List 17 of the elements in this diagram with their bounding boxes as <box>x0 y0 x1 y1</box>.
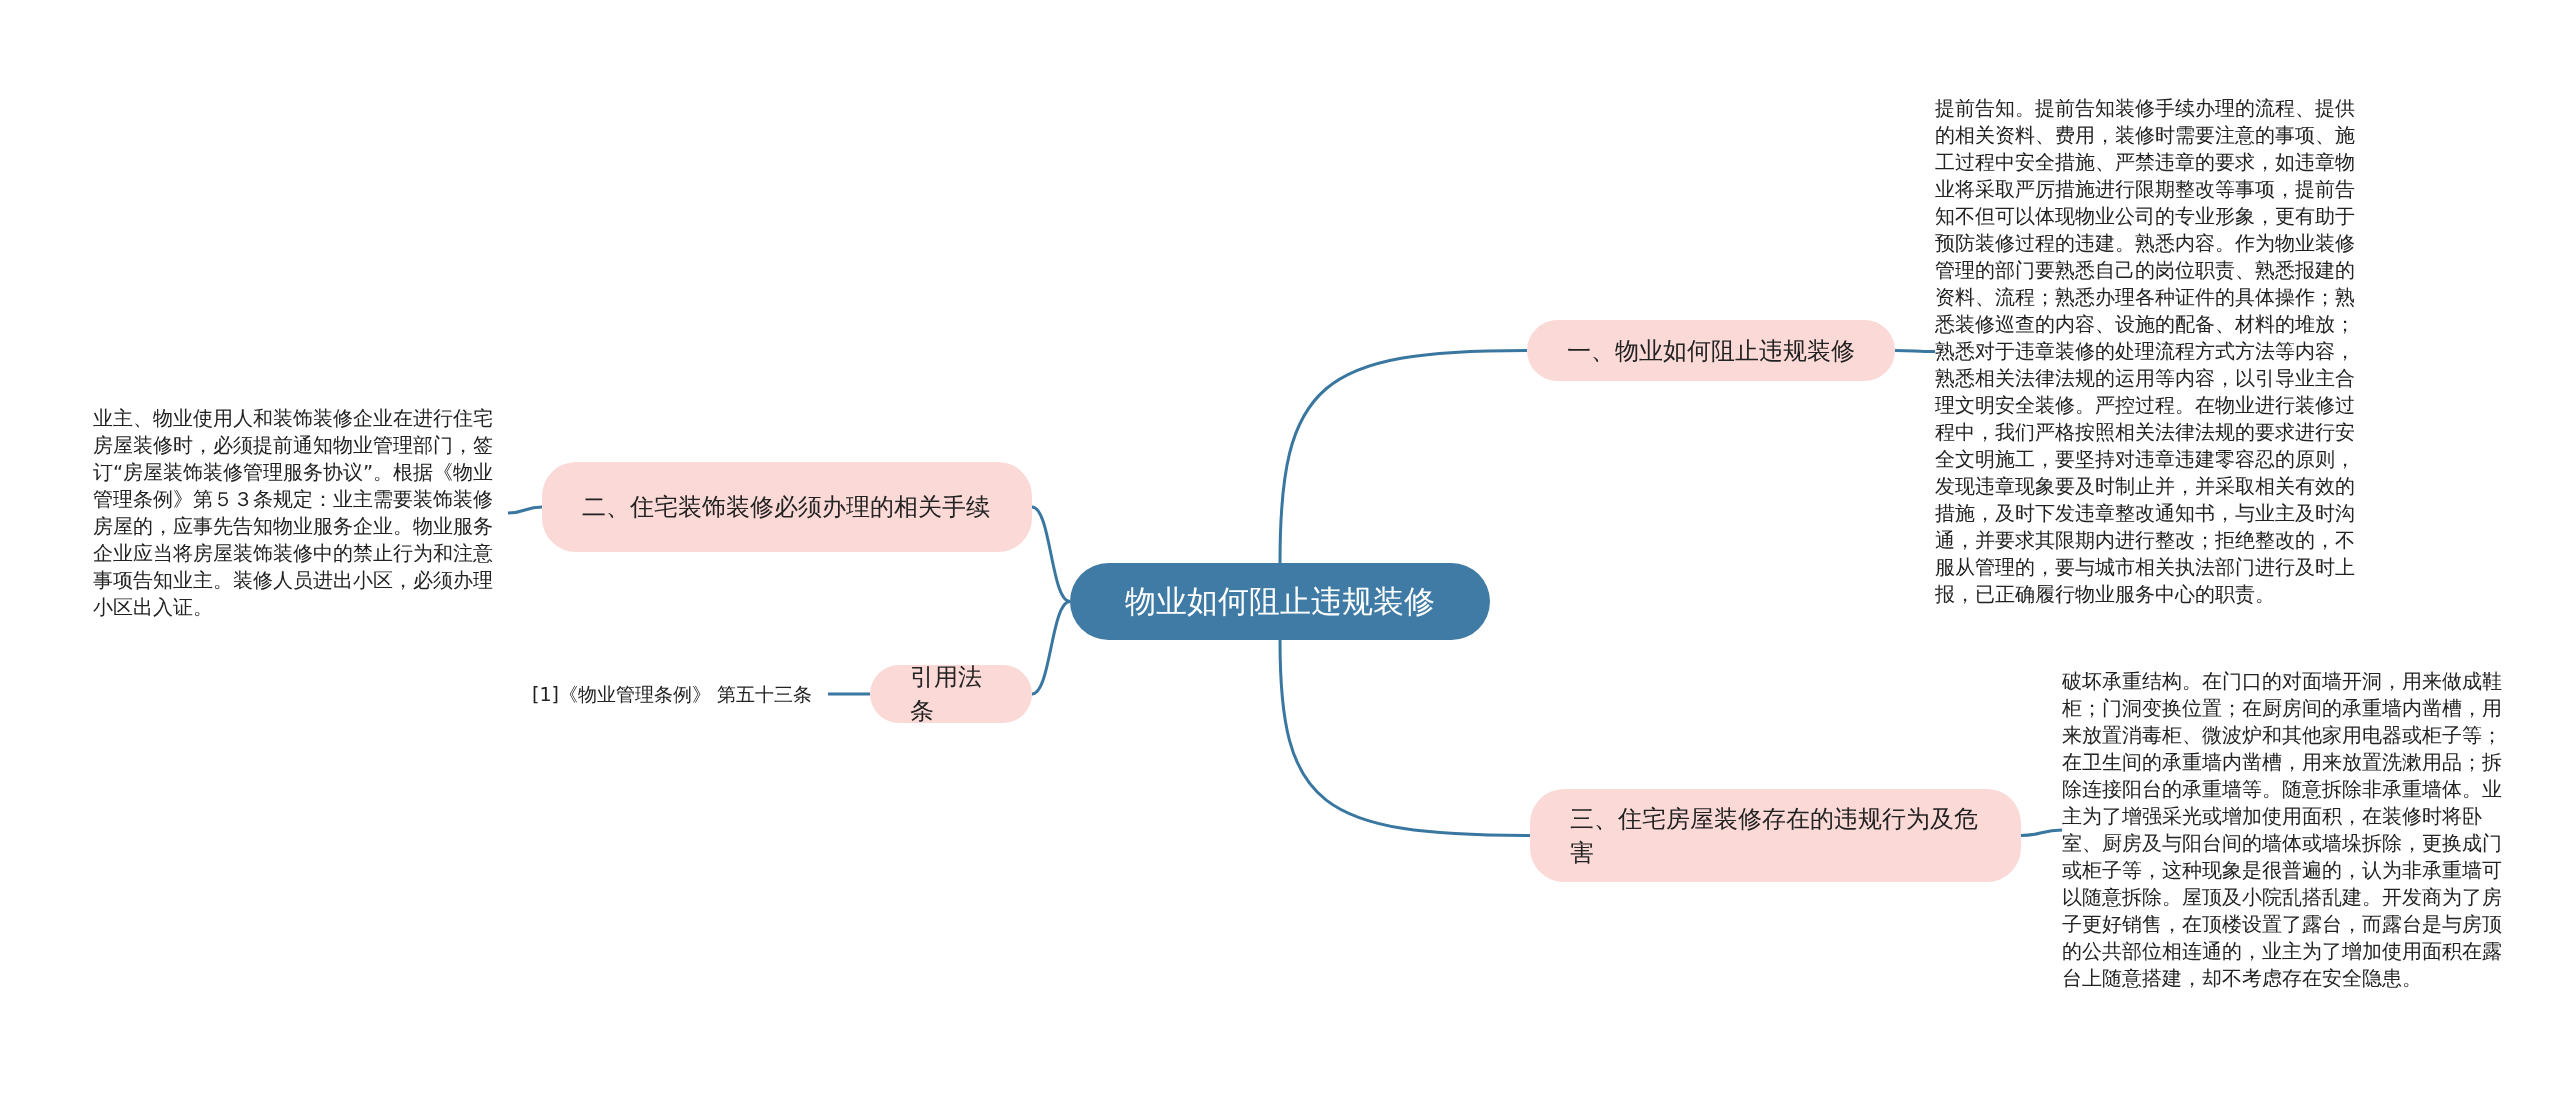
connector-line <box>1031 600 1071 696</box>
topic-pill: 三、住宅房屋装修存在的违规行为及危害 <box>1530 789 2021 882</box>
topic-pill: 一、物业如何阻止违规装修 <box>1527 320 1895 381</box>
connector-line <box>828 692 870 696</box>
note-text: 破坏承重结构。在门口的对面墙开洞，用来做成鞋柜；门洞变换位置；在厨房间的承重墙内凿槽，用来放置消毒柜、微波炉和其他家用电器或柜子等；在卫生间的承重墙内凿槽，用来放置洗漱用品；拆除连接阳台的承重墙等。随意拆除非承重墙体。业主为了增强采光或增加使用面积，在装修时将卧室、厨房及与阳台间的墙体或墙垛拆除，更换成门或柜子等，这种现象是很普遍的，认为非承重墙可以随意拆除。屋顶及小院乱搭乱建。开发商为了房子更好销售，在顶楼设置了露台，而露台是与房顶的公共部位相连通的，业主为了增加使用面积在露台上随意搭建，却不考虑存在安全隐患。 <box>2062 668 2502 992</box>
connector-line <box>1278 349 1528 564</box>
topic-pill: 二、住宅装饰装修必须办理的相关手续 <box>542 462 1032 552</box>
reference-text: [1]《物业管理条例》 第五十三条 <box>532 680 828 708</box>
connector-line <box>1278 639 1531 837</box>
connector-line <box>1895 349 1935 353</box>
central-topic: 物业如何阻止违规装修 <box>1070 563 1490 640</box>
note-text: 提前告知。提前告知装修手续办理的流程、提供的相关资料、费用，装修时需要注意的事项、施工过程中安全措施、严禁违章的要求，如违章物业将采取严厉措施进行限期整改等事项，提前告知不但可以体现物业公司的专业形象，更有助于预防装修过程的违建。熟悉内容。作为物业装修管理的部门要熟悉自己的岗位职责、熟悉报建的资料、流程；熟悉办理各种证件的具体操作；熟悉装修巡查的内容、设施的配备、材料的堆放；熟悉对于违章装修的处理流程方式方法等内容，熟悉相关法律法规的运用等内容，以引导业主合理文明安全装修。严控过程。在物业进行装修过程中，我们严格按照相关法律法规的要求进行安全文明施工，要坚持对违章违建零容忍的原则，发现违章现象要及时制止并，并采取相关有效的措施，及时下发违章整改通知书，与业主及时沟通，并要求其限期内进行整改；拒绝整改的，不服从管理的，要与城市相关执法部门进行及时上报，已正确履行物业服务中心的职责。 <box>1935 95 2355 608</box>
topic-pill: 引用法条 <box>870 665 1032 723</box>
connector-line <box>507 505 543 515</box>
note-text: 业主、物业使用人和装饰装修企业在进行住宅房屋装修时，必须提前通知物业管理部门，签订“房屋装饰装修管理服务协议”。根据《物业管理条例》第５３条规定：业主需要装饰装修房屋的，应事先告知物业服务企业。物业服务企业应当将房屋装饰装修中的禁止行为和注意事项告知业主。装修人员进出小区，必须办理小区出入证。 <box>93 405 508 621</box>
connector-line <box>2020 828 2063 837</box>
connector-line <box>1031 505 1071 603</box>
